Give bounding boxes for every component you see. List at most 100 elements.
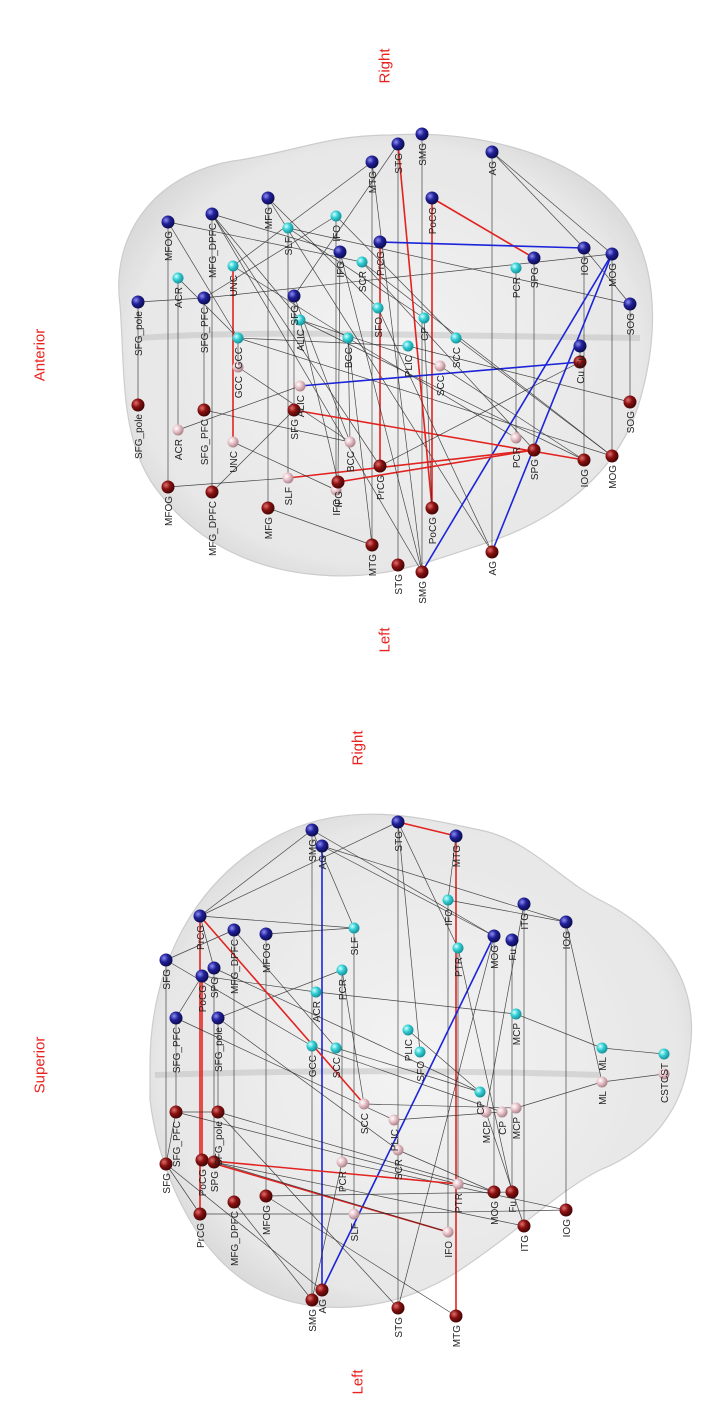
- region-node: [365, 538, 379, 552]
- region-node: [348, 1208, 360, 1220]
- connection-edge: [447, 899, 567, 923]
- region-node: [517, 1219, 531, 1233]
- region-label: ALIC: [296, 329, 307, 351]
- orientation-label-left: Left: [376, 627, 394, 653]
- connection-edge: [211, 213, 381, 467]
- connection-edge: [485, 1111, 525, 1227]
- region-node: [485, 545, 499, 559]
- connection-edge: [199, 915, 355, 929]
- region-node: [372, 302, 384, 314]
- connection-edge: [397, 1149, 495, 1193]
- region-node: [227, 1195, 241, 1209]
- region-label: UNC: [229, 275, 240, 297]
- region-label: PTR: [454, 1193, 465, 1213]
- region-label: Cu: [576, 355, 587, 368]
- region-node: [159, 953, 173, 967]
- positive-connection-edge: [337, 449, 535, 483]
- region-node: [623, 297, 637, 311]
- region-node: [450, 332, 462, 344]
- connection-edge: [315, 991, 517, 1015]
- region-label: PCR: [338, 1171, 349, 1192]
- region-label: BCC: [344, 347, 355, 368]
- connection-edge: [265, 927, 355, 935]
- region-label: MFG: [264, 517, 275, 539]
- region-label: GCC: [234, 376, 245, 398]
- connection-edge: [455, 337, 613, 457]
- connection-edge: [233, 929, 337, 1049]
- connection-edge: [265, 1191, 513, 1197]
- region-label: MFG: [264, 207, 275, 229]
- region-label: MTG: [368, 171, 379, 193]
- connection-edges: [137, 134, 665, 1317]
- positive-connection-edge: [431, 197, 535, 259]
- region-node: [336, 1156, 348, 1168]
- region-node: [331, 475, 345, 489]
- region-node: [172, 272, 184, 284]
- region-node: [342, 332, 354, 344]
- region-node: [227, 436, 239, 448]
- region-node: [193, 909, 207, 923]
- region-label: ALIC: [296, 395, 307, 417]
- region-node: [232, 361, 244, 373]
- region-node: [402, 1024, 414, 1036]
- connection-edge: [491, 151, 585, 249]
- region-label: SFG_pole: [134, 311, 145, 356]
- region-label: UNC: [229, 451, 240, 473]
- region-label: SFG_PFC: [200, 307, 211, 353]
- connection-edge: [265, 1195, 457, 1317]
- region-node: [205, 207, 219, 221]
- region-label: ITG: [520, 1235, 531, 1252]
- connection-edge: [287, 227, 631, 305]
- connection-edge: [335, 1047, 481, 1093]
- region-label: SLF: [350, 937, 361, 955]
- region-label: SCC: [332, 1057, 343, 1078]
- region-node: [159, 1157, 173, 1171]
- region-node: [205, 485, 219, 499]
- region-label: SFG_PFC: [172, 1121, 183, 1167]
- region-label: SMG: [308, 839, 319, 862]
- region-label: MTG: [368, 554, 379, 576]
- region-node: [315, 1283, 329, 1297]
- connection-edge: [217, 969, 343, 1019]
- connection-edge: [491, 151, 613, 255]
- region-label: SFG_pole: [134, 414, 145, 459]
- region-label: GCC: [308, 1055, 319, 1077]
- region-label: SPG: [210, 977, 221, 998]
- connection-edge: [601, 1047, 665, 1055]
- region-nodes: [131, 127, 670, 1323]
- connection-edge: [199, 829, 313, 917]
- region-label: MOG: [608, 465, 619, 489]
- connection-edge: [379, 361, 581, 467]
- connection-edge: [339, 251, 423, 573]
- region-label: BCC: [346, 451, 357, 472]
- region-label: PoCG: [198, 985, 209, 1012]
- region-label: MOG: [490, 945, 501, 969]
- region-label: IFO: [444, 1241, 455, 1258]
- region-node: [577, 241, 591, 255]
- region-node: [510, 1102, 522, 1114]
- region-label: STG: [394, 153, 405, 174]
- connection-edge: [457, 947, 513, 1193]
- connection-edge: [165, 1111, 177, 1165]
- region-label: SCR: [394, 1159, 405, 1180]
- region-node: [449, 829, 463, 843]
- region-node: [658, 1048, 670, 1060]
- region-label: ML: [598, 1057, 609, 1071]
- region-node: [282, 222, 294, 234]
- region-label: SLF: [284, 487, 295, 505]
- region-label: SPG: [530, 267, 541, 288]
- region-label: ITG: [520, 913, 531, 930]
- region-label: SMG: [418, 581, 429, 604]
- connection-edge: [335, 215, 457, 339]
- region-label: MFG_DPFC: [230, 939, 241, 994]
- orientation-label-right: Right: [376, 48, 394, 84]
- region-node: [418, 312, 430, 324]
- connection-edge: [175, 975, 203, 1019]
- connection-edge: [565, 921, 603, 1083]
- region-node: [330, 210, 342, 222]
- region-node: [195, 969, 209, 983]
- region-label: SFG_PFC: [172, 1027, 183, 1073]
- region-node: [358, 1098, 370, 1110]
- region-node: [161, 480, 175, 494]
- region-label: SOG: [626, 313, 637, 335]
